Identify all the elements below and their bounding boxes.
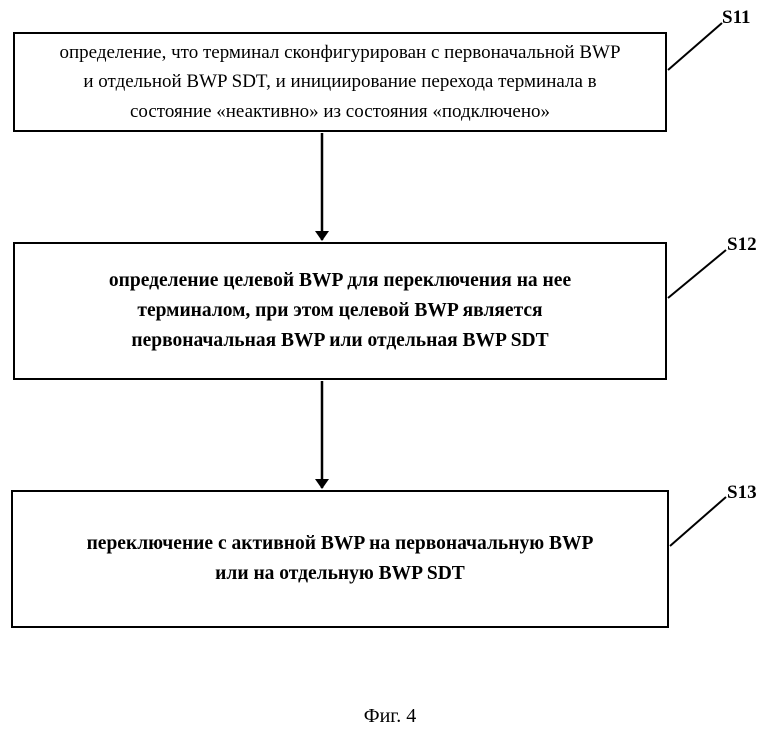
step-line: состояние «неактивно» из состояния «подк…	[59, 97, 620, 126]
leader-line-s12	[668, 250, 726, 298]
step-line: определение целевой BWP для переключения…	[109, 266, 571, 296]
figure-caption: Фиг. 4	[0, 705, 780, 728]
step-line: переключение с активной BWP на первонача…	[87, 529, 594, 559]
step-line: или на отдельную BWP SDT	[87, 559, 594, 589]
step-text-s11: определение, что терминал сконфигурирова…	[59, 38, 620, 126]
step-label-s13: S13	[727, 483, 757, 502]
step-line: и отдельной BWP SDT, и инициирование пер…	[59, 67, 620, 96]
step-box-s11: определение, что терминал сконфигурирова…	[13, 32, 667, 132]
leader-line-s13	[670, 497, 726, 546]
step-label-s11: S11	[722, 8, 751, 27]
step-text-s12: определение целевой BWP для переключения…	[109, 266, 571, 357]
step-box-s12: определение целевой BWP для переключения…	[13, 242, 667, 380]
step-line: определение, что терминал сконфигурирова…	[59, 38, 620, 67]
leader-line-s11	[668, 23, 722, 70]
step-line: терминалом, при этом целевой BWP являетс…	[109, 296, 571, 326]
step-line: первоначальная BWP или отдельная BWP SDT	[109, 326, 571, 356]
step-box-s13: переключение с активной BWP на первонача…	[11, 490, 669, 628]
step-label-s12: S12	[727, 235, 757, 254]
step-text-s13: переключение с активной BWP на первонача…	[87, 529, 594, 589]
